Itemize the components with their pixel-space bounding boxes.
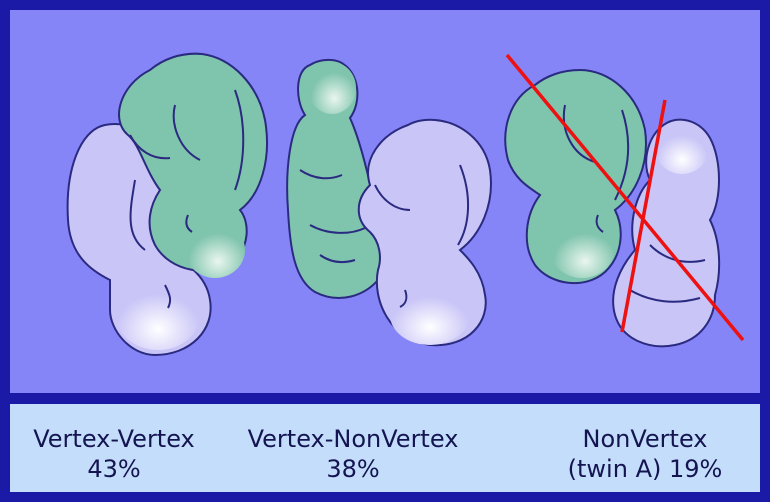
caption-vertex-vertex: Vertex-Vertex 43% [14, 424, 214, 484]
caption-vertex-nonvertex: Vertex-NonVertex 38% [228, 424, 478, 484]
caption-percent: 43% [14, 454, 214, 484]
green-twin-front [505, 70, 646, 283]
caption-nonvertex: NonVertex (twin A) 19% [530, 424, 760, 484]
caption-label: Vertex-Vertex [14, 424, 214, 454]
caption-label: NonVertex [530, 424, 760, 454]
caption-percent: 38% [228, 454, 478, 484]
caption-percent: (twin A) 19% [530, 454, 760, 484]
caption-bar: Vertex-Vertex 43% Vertex-NonVertex 38% N… [10, 404, 760, 492]
lavender-twin-vertex [359, 120, 491, 345]
pair-nonvertex-twin-a [505, 55, 743, 346]
caption-label: Vertex-NonVertex [228, 424, 478, 454]
pair-vertex-nonvertex [287, 60, 491, 345]
twin-presentation-illustration [10, 10, 760, 393]
pair-vertex-vertex [68, 54, 267, 355]
